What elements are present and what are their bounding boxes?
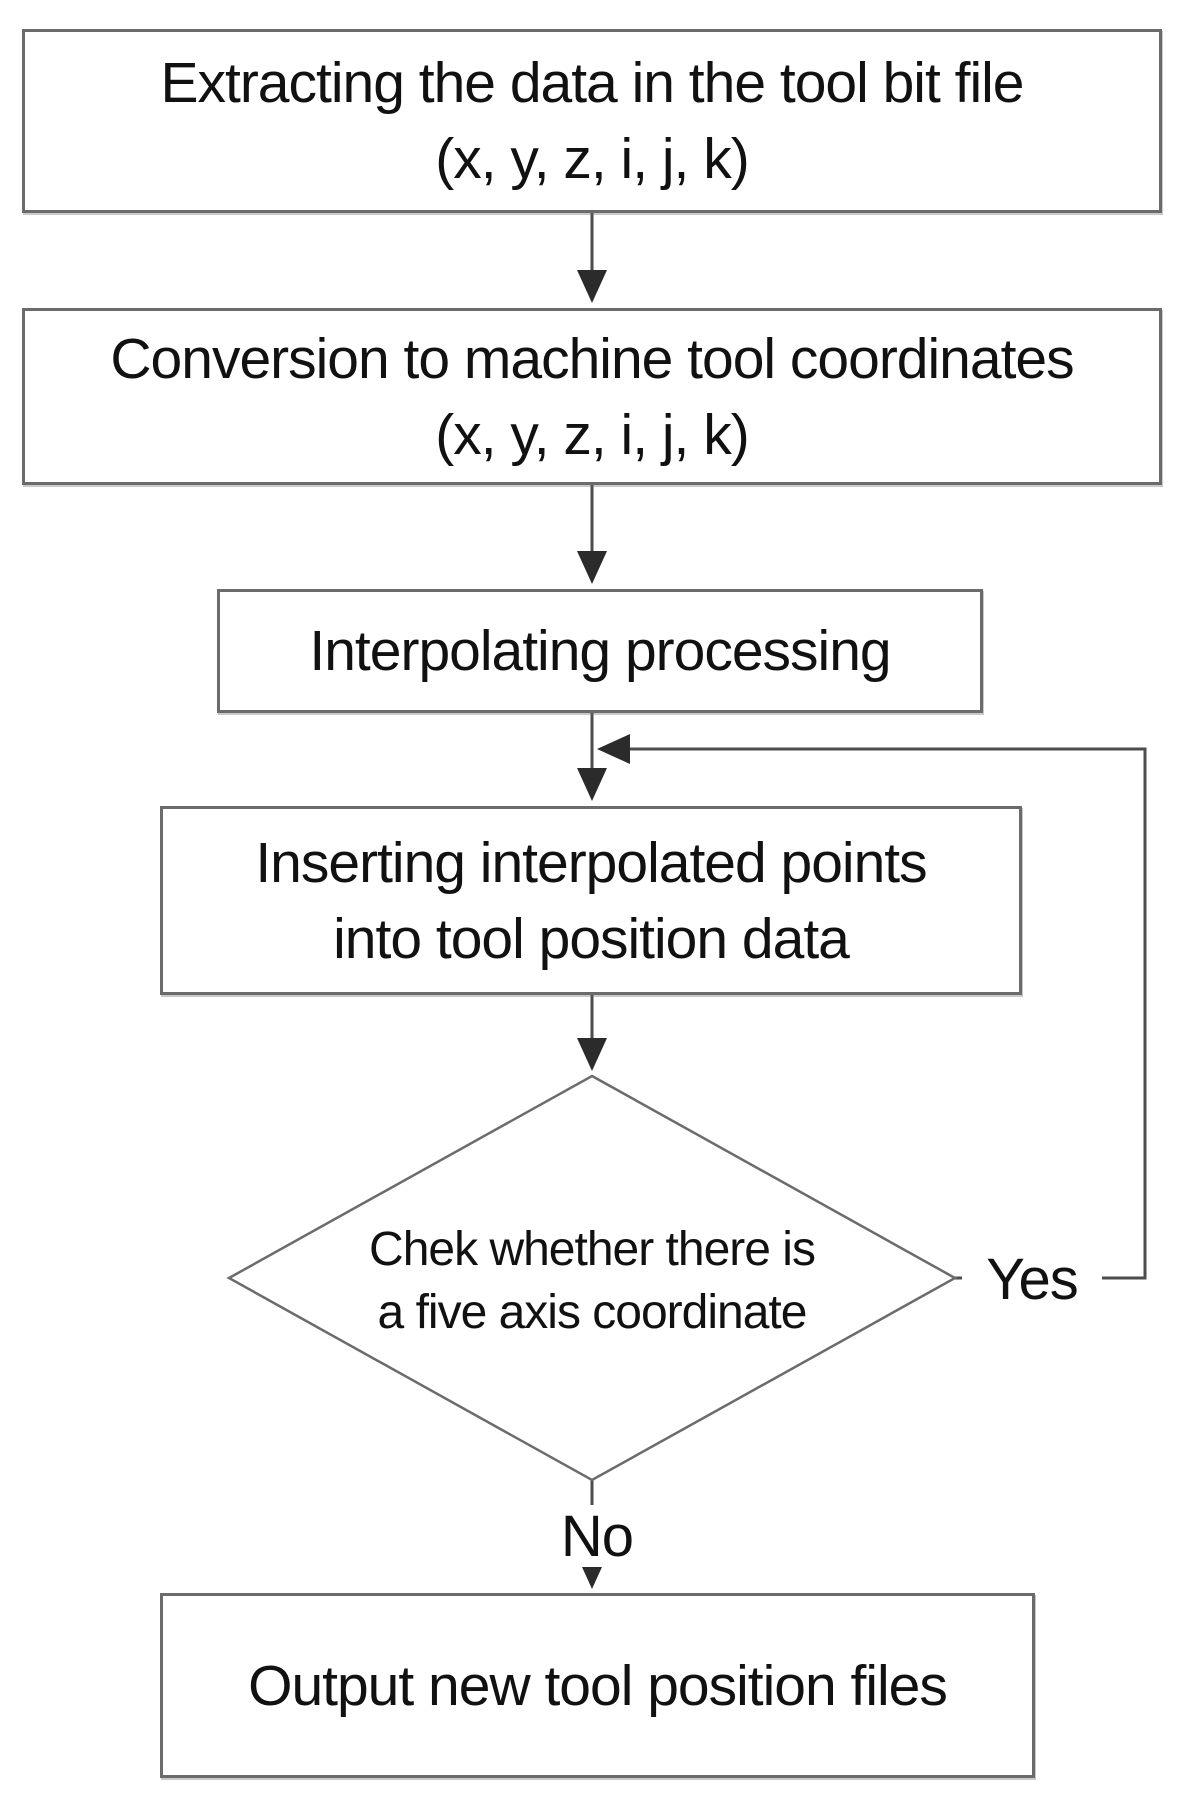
decision-line2: a five axis coordinate xyxy=(377,1286,808,1339)
process-convert-line2: (x, y, z, i, j, k) xyxy=(435,402,749,467)
process-interpolating-label: Interpolating processing xyxy=(309,619,891,683)
process-insert-line1: Inserting interpolated points xyxy=(255,830,927,895)
process-convert-line1: Conversion to machine tool coordinates xyxy=(110,326,1074,391)
process-insert-points: Inserting interpolated points into tool … xyxy=(160,806,1022,995)
process-convert-coordinates: Conversion to machine tool coordinates (… xyxy=(22,308,1162,485)
process-insert-line2: into tool position data xyxy=(333,906,850,971)
process-interpolating: Interpolating processing xyxy=(217,589,983,713)
process-output-files: Output new tool position files xyxy=(160,1593,1035,1778)
process-output-label: Output new tool position files xyxy=(248,1653,948,1718)
decision-check-five-axis: Chek whether there is a five axis coordi… xyxy=(292,1216,892,1346)
branch-label-no: No xyxy=(549,1505,645,1569)
decision-line1: Chek whether there is xyxy=(369,1223,816,1276)
process-extract-data: Extracting the data in the tool bit file… xyxy=(22,29,1162,213)
process-extract-line1: Extracting the data in the tool bit file xyxy=(160,51,1024,115)
process-extract-line2: (x, y, z, i, j, k) xyxy=(435,127,749,191)
branch-label-yes: Yes xyxy=(962,1248,1102,1312)
decision-diamond-shape xyxy=(226,1074,958,1482)
